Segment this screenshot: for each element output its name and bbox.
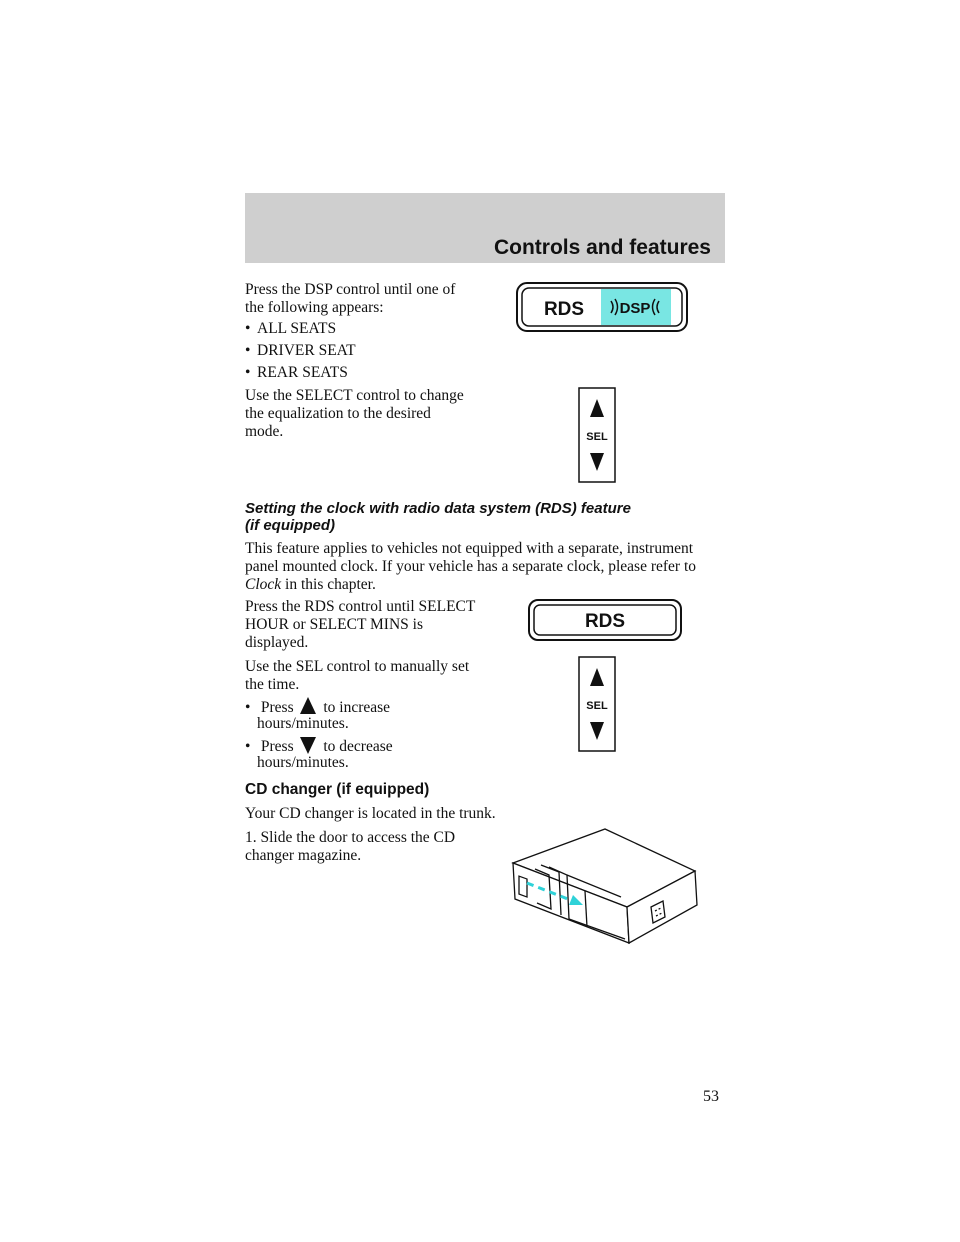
dsp-sound-waves-icon — [610, 298, 660, 316]
cd-changer-illustration — [511, 828, 698, 945]
cd-step1-line2: changer magazine. — [245, 847, 362, 864]
dsp-option-driver-seat: DRIVER SEAT — [245, 342, 356, 360]
sel-control-illustration: SEL — [578, 387, 616, 483]
dsp-select-line3: mode. — [245, 423, 284, 440]
clock-reference-link: Clock — [245, 576, 282, 593]
rds-instruction-line1: Press the RDS control until SELECT — [245, 598, 476, 615]
sel-label: SEL — [586, 431, 608, 443]
decrease-instruction: Press to decrease — [245, 736, 393, 756]
page-number: 53 — [703, 1088, 719, 1105]
rds-button-illustration: RDS — [528, 599, 682, 641]
decrease-text: to decrease — [323, 738, 393, 755]
clock-heading-line1: Setting the clock with radio data system… — [245, 500, 631, 517]
sel-instruction-line1: Use the SEL control to manually set — [245, 658, 470, 675]
clock-heading-line2: (if equipped) — [245, 517, 335, 534]
slide-direction-arrow-icon — [526, 881, 583, 905]
up-arrow-icon — [590, 668, 604, 686]
dsp-option-rear-seats: REAR SEATS — [245, 364, 348, 382]
dsp-select-line2: the equalization to the desired — [245, 405, 431, 422]
cd-step1-line1: 1. Slide the door to access the CD — [245, 829, 456, 846]
clock-intro-end: in this chapter. — [285, 576, 376, 593]
down-arrow-icon — [590, 722, 604, 740]
sel-instruction-line2: the time. — [245, 676, 300, 693]
rds-instruction-line2: HOUR or SELECT MINS is — [245, 616, 423, 633]
section-title: Controls and features — [493, 236, 711, 259]
up-arrow-icon — [590, 399, 604, 417]
clock-intro-text: This feature applies to vehicles not equ… — [245, 540, 697, 575]
dsp-option-all-seats: ALL SEATS — [245, 320, 336, 338]
dsp-select-line1: Use the SELECT control to change — [245, 387, 464, 404]
down-arrow-icon — [300, 737, 317, 754]
sel-control-illustration: SEL — [578, 656, 616, 752]
rds-instruction-line3: displayed. — [245, 634, 309, 651]
decrease-hours-minutes: hours/minutes. — [257, 754, 349, 771]
increase-hours-minutes: hours/minutes. — [257, 715, 349, 732]
section-header-band: Controls and features — [245, 193, 725, 263]
rds-button-label: RDS — [544, 299, 584, 320]
increase-text: to increase — [323, 699, 391, 716]
dsp-intro-line2: the following appears: — [245, 299, 384, 316]
dsp-intro-line1: Press the DSP control until one of — [245, 281, 456, 298]
clock-intro-paragraph: This feature applies to vehicles not equ… — [245, 540, 725, 594]
cd-changer-location: Your CD changer is located in the trunk. — [245, 805, 496, 822]
up-arrow-icon — [300, 697, 317, 714]
cd-changer-heading: CD changer (if equipped) — [245, 781, 430, 798]
dsp-button-label: DSP — [620, 300, 651, 317]
rds-button-label: RDS — [585, 611, 625, 632]
increase-instruction: Press to increase — [245, 697, 390, 717]
rds-dsp-button-illustration: RDS DSP — [516, 282, 688, 332]
sel-label: SEL — [586, 700, 608, 712]
down-arrow-icon — [590, 453, 604, 471]
press-word: Press — [260, 738, 294, 755]
press-word: Press — [260, 699, 294, 716]
